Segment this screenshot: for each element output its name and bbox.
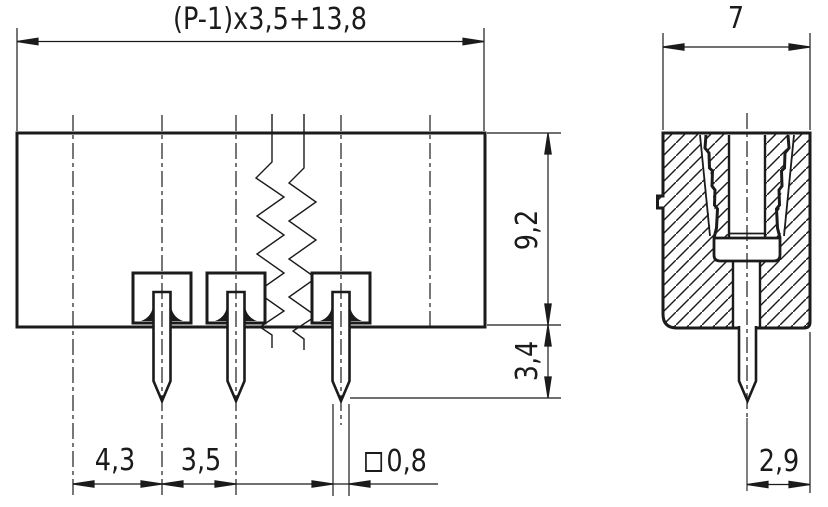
label-pin-protrusion: 3,4 (510, 340, 545, 382)
square-symbol-icon (365, 452, 383, 472)
arrowhead-left (348, 480, 371, 488)
arrowhead-right (214, 480, 237, 488)
arrowhead-right (788, 480, 811, 489)
dim-body-height (487, 132, 561, 326)
label-pin-cross-section: 0,8 (365, 447, 427, 477)
arrowhead-down (544, 303, 552, 326)
arrowhead-left (16, 37, 39, 46)
dim-depth (662, 33, 811, 130)
arrowhead-up (544, 132, 552, 155)
pin-3-fillet-left (320, 303, 333, 321)
arrowhead-left (746, 480, 769, 489)
label-depth: 7 (727, 1, 745, 36)
pin-2-fillet-right (244, 303, 257, 321)
arrowhead-left (72, 480, 95, 488)
label-pin-center-to-edge: 2,9 (758, 444, 800, 479)
arrowhead-right (140, 480, 163, 488)
dim-pin-protrusion (350, 324, 561, 399)
section-body-outline (656, 131, 812, 330)
dim-bottom-chain (72, 404, 438, 496)
contact-serrated-edge-left (703, 134, 720, 239)
contact-shaft (731, 261, 762, 327)
contact-box (712, 236, 782, 263)
arrowhead-left (161, 480, 184, 488)
arrowhead-left (662, 43, 685, 51)
arrowhead-right (788, 43, 811, 51)
pin-2-fillet-left (215, 303, 228, 321)
arrowhead-down (544, 376, 552, 399)
dim-pin-to-edge (746, 332, 811, 493)
pin-3-fillet-right (349, 303, 362, 321)
label-edge-to-first-pin: 4,3 (94, 443, 136, 478)
contact-serrated-edge-right (774, 134, 791, 239)
dim-total-width (16, 28, 485, 131)
label-body-height: 9,2 (510, 209, 545, 251)
label-total-width-formula: (P-1)x3,5+13,8 (173, 2, 367, 37)
arrowhead-up (544, 324, 552, 347)
break-lines (254, 114, 318, 350)
pin-1-fillet-right (170, 303, 183, 321)
label-pin-pitch: 3,5 (180, 443, 222, 478)
arrowhead-right (462, 37, 485, 46)
label-pin-cross-section-value: 0,8 (386, 444, 427, 479)
side-section-view (656, 33, 812, 493)
arrowhead-right (311, 480, 334, 488)
front-view (15, 28, 561, 497)
pin-1 (131, 271, 193, 405)
pin-1-fillet-left (141, 303, 154, 321)
center-lines (72, 115, 431, 497)
